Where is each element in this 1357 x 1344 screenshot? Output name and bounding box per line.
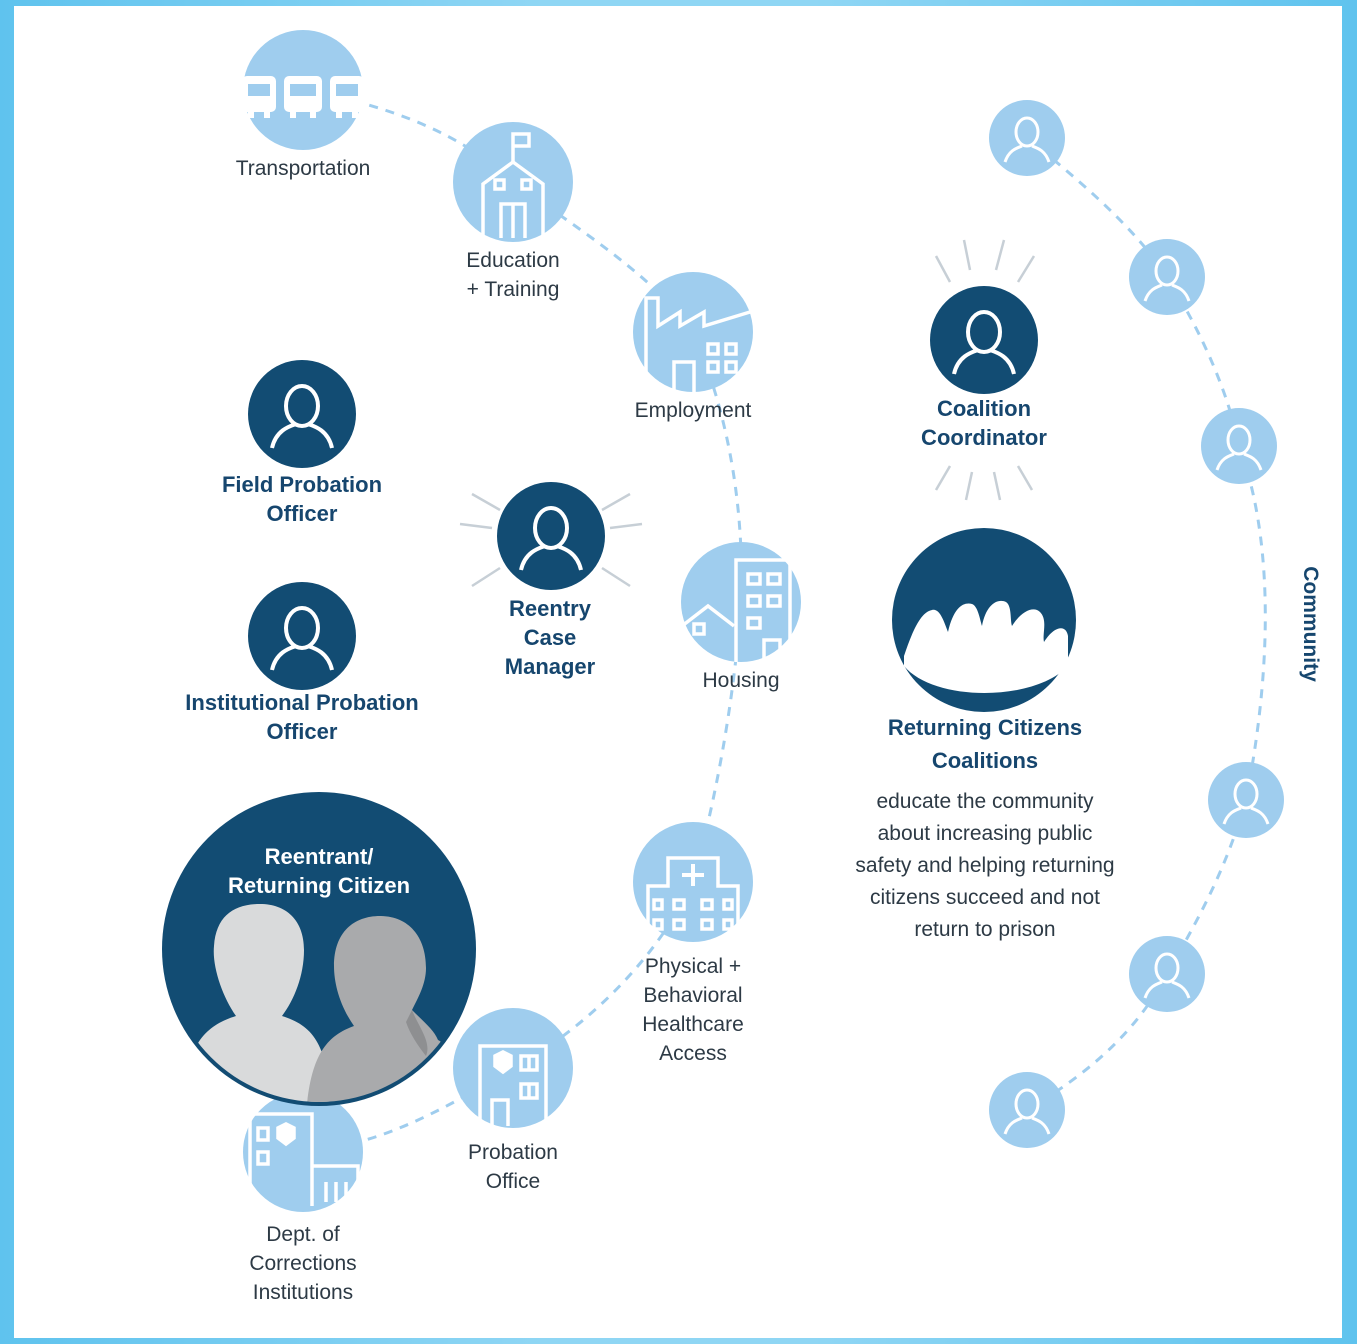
label-line: Case bbox=[523, 625, 577, 650]
label-community: Community bbox=[1299, 566, 1322, 682]
label-line: Institutional Probation bbox=[185, 690, 419, 715]
person-icon bbox=[1143, 952, 1191, 999]
label-line: Institutions bbox=[252, 1281, 354, 1304]
description-line: educate the community bbox=[876, 790, 1094, 813]
node-dept-corrections bbox=[243, 1092, 363, 1212]
community-member-circle bbox=[1201, 408, 1277, 484]
node-probation-office bbox=[453, 1008, 573, 1128]
label-line: + Training bbox=[466, 278, 560, 301]
label-line: Returning Citizens bbox=[887, 715, 1083, 740]
label-line: Behavioral bbox=[643, 984, 743, 1007]
label-line: Physical + bbox=[644, 955, 742, 978]
community-member-circle bbox=[1208, 762, 1284, 838]
label-returning-citizens-coalitions: Returning Citizens Coalitions bbox=[888, 711, 1082, 777]
label-probation-office: Probation Office bbox=[468, 1138, 558, 1196]
connector-lines bbox=[302, 88, 1267, 1154]
buildings-icon bbox=[680, 558, 792, 662]
highlight-rays bbox=[934, 239, 1036, 501]
person-icon bbox=[270, 606, 334, 671]
community-member-circle bbox=[1129, 239, 1205, 315]
node-healthcare bbox=[633, 822, 753, 942]
community-member bbox=[1129, 239, 1205, 315]
label-coalition-coordinator: Coalition Coordinator bbox=[921, 394, 1047, 452]
person-icon bbox=[519, 506, 583, 571]
role-reentry-case-manager bbox=[459, 482, 643, 590]
highlight-rays bbox=[459, 492, 643, 588]
description-line: about increasing public bbox=[877, 822, 1093, 845]
label-line: Coalitions bbox=[931, 748, 1039, 773]
label-institutional-probation-officer: Institutional Probation Officer bbox=[185, 688, 418, 746]
role-field-probation-officer bbox=[248, 360, 356, 468]
hospital-icon bbox=[646, 856, 740, 942]
role-institutional-probation-officer bbox=[248, 582, 356, 690]
person-icon bbox=[1143, 255, 1191, 302]
label-healthcare: Physical + Behavioral Healthcare Access bbox=[642, 952, 744, 1068]
label-line: Coalition bbox=[936, 396, 1032, 421]
community-member bbox=[1201, 408, 1277, 484]
person-icon bbox=[270, 384, 334, 449]
label-transportation: Transportation bbox=[235, 157, 371, 180]
node-transportation bbox=[242, 30, 364, 150]
school-icon bbox=[481, 132, 545, 238]
label-line: Manager bbox=[504, 654, 596, 679]
coalitions-description: educate the community about increasing p… bbox=[825, 786, 1145, 946]
label-line: Office bbox=[485, 1170, 541, 1193]
label-line: Returning Citizen bbox=[227, 873, 411, 898]
role-reentrant bbox=[162, 792, 476, 1106]
description-line: citizens succeed and not bbox=[870, 886, 1100, 909]
label-dept-corrections: Dept. of Corrections Institutions bbox=[249, 1220, 356, 1307]
community-members bbox=[989, 100, 1284, 1148]
prison-building-icon bbox=[248, 1112, 360, 1206]
label-education: Education + Training bbox=[466, 246, 559, 304]
ecosystem-diagram bbox=[162, 30, 1284, 1212]
person-icon bbox=[1215, 424, 1263, 471]
label-line: Education bbox=[466, 249, 560, 272]
role-returning-citizens-coalitions bbox=[892, 528, 1076, 712]
label-line: Reentrant/ bbox=[264, 844, 374, 869]
person-icon bbox=[1222, 778, 1270, 825]
diagram-panel: Transportation Education + Training Empl… bbox=[14, 6, 1342, 1338]
community-member bbox=[1129, 936, 1205, 1012]
label-housing: Housing bbox=[702, 669, 780, 692]
police-building-icon bbox=[478, 1044, 548, 1126]
label-reentrant: Reentrant/ Returning Citizen bbox=[228, 842, 410, 900]
label-field-probation-officer: Field Probation Officer bbox=[222, 470, 382, 528]
label-line: Field Probation bbox=[221, 472, 383, 497]
community-member bbox=[1208, 762, 1284, 838]
role-coalition-coordinator bbox=[930, 239, 1038, 501]
label-line: Probation bbox=[468, 1141, 558, 1164]
description-line: safety and helping returning bbox=[855, 854, 1115, 877]
node-employment bbox=[633, 272, 753, 392]
label-line: Corrections bbox=[249, 1252, 357, 1275]
community-member-circle bbox=[989, 100, 1065, 176]
label-line: Dept. of bbox=[266, 1223, 340, 1246]
description-line: return to prison bbox=[914, 918, 1056, 941]
community-member-circle bbox=[989, 1072, 1065, 1148]
node-housing bbox=[680, 542, 801, 662]
node-education bbox=[453, 122, 573, 242]
label-line: Coordinator bbox=[921, 425, 1047, 450]
community-member bbox=[989, 100, 1065, 176]
group-hands-icon bbox=[904, 600, 1068, 693]
label-line: Access bbox=[659, 1042, 727, 1065]
label-line: Reentry bbox=[509, 596, 591, 621]
label-line: Healthcare bbox=[642, 1013, 744, 1036]
community-member bbox=[989, 1072, 1065, 1148]
label-line: Officer bbox=[266, 501, 338, 526]
person-icon bbox=[1003, 116, 1051, 163]
community-member-circle bbox=[1129, 936, 1205, 1012]
person-icon bbox=[1003, 1088, 1051, 1135]
person-icon bbox=[952, 310, 1016, 375]
factory-icon bbox=[644, 296, 751, 392]
label-employment: Employment bbox=[634, 399, 752, 422]
label-reentry-case-manager: Reentry Case Manager bbox=[505, 594, 595, 681]
connector-community-arc bbox=[1026, 136, 1267, 1112]
label-line: Officer bbox=[266, 719, 338, 744]
bus-icon bbox=[242, 76, 364, 118]
